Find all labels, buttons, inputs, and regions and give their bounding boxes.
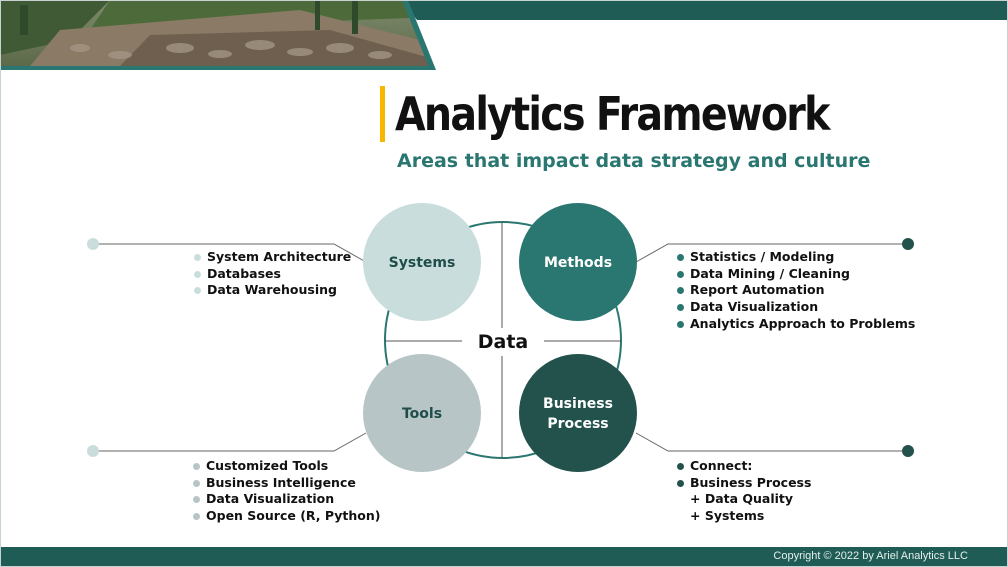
tools-connector-dot xyxy=(87,445,99,457)
list-item: Data Warehousing xyxy=(194,282,351,299)
bullet-dot xyxy=(193,480,200,487)
business-connector-dot xyxy=(902,445,914,457)
bullet-dot xyxy=(677,480,684,487)
bullet-dot xyxy=(677,287,684,294)
methods-label: Methods xyxy=(519,253,637,273)
footer-bar: Copyright © 2022 by Ariel Analytics LLC xyxy=(0,547,1008,567)
bullet-dot xyxy=(677,321,684,328)
tools-label: Tools xyxy=(363,404,481,424)
methods-bullet-list: Statistics / Modeling Data Mining / Clea… xyxy=(677,249,915,332)
list-item: + Systems xyxy=(677,508,811,525)
list-item: Report Automation xyxy=(677,282,915,299)
bullet-dot xyxy=(677,271,684,278)
list-item: + Data Quality xyxy=(677,491,811,508)
list-item: Data Mining / Cleaning xyxy=(677,266,915,283)
bullet-dot xyxy=(193,496,200,503)
systems-connector-dot xyxy=(87,238,99,250)
business-process-label: Business Process xyxy=(519,394,637,434)
list-item: Databases xyxy=(194,266,351,283)
bullet-dot xyxy=(194,287,201,294)
tools-bullet-list: Customized Tools Business Intelligence D… xyxy=(193,458,380,525)
list-item: Customized Tools xyxy=(193,458,380,475)
center-data-label: Data xyxy=(462,328,544,356)
bullet-dot xyxy=(677,463,684,470)
bullet-dot xyxy=(194,254,201,261)
list-item: Connect: xyxy=(677,458,811,475)
list-item: Statistics / Modeling xyxy=(677,249,915,266)
bullet-dot xyxy=(193,463,200,470)
list-item: Business Process xyxy=(677,475,811,492)
list-item: Data Visualization xyxy=(193,491,380,508)
business-connector xyxy=(636,433,908,451)
copyright-text: Copyright © 2022 by Ariel Analytics LLC xyxy=(773,550,968,562)
list-item: Business Intelligence xyxy=(193,475,380,492)
business-process-bullet-list: Connect: Business Process + Data Quality… xyxy=(677,458,811,525)
bullet-dot xyxy=(194,271,201,278)
list-item: Analytics Approach to Problems xyxy=(677,316,915,333)
bullet-dot xyxy=(677,304,684,311)
business-process-label-line-2: Process xyxy=(519,414,637,434)
systems-label: Systems xyxy=(363,253,481,273)
systems-bullet-list: System Architecture Databases Data Wareh… xyxy=(194,249,351,299)
bullet-dot xyxy=(193,513,200,520)
list-item: Data Visualization xyxy=(677,299,915,316)
list-item: System Architecture xyxy=(194,249,351,266)
tools-connector xyxy=(93,433,366,451)
bullet-dot xyxy=(677,254,684,261)
business-process-label-line-1: Business xyxy=(519,394,637,414)
list-item: Open Source (R, Python) xyxy=(193,508,380,525)
